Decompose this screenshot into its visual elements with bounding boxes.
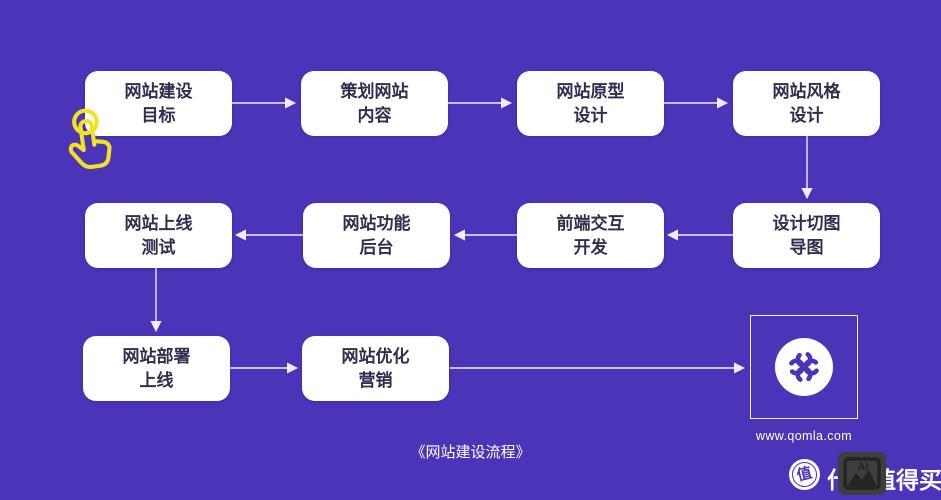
- smzdm-logo-char: 值: [795, 464, 814, 485]
- smzdm-logo-ring: 值: [789, 459, 820, 490]
- ai-image-badge: AI: [838, 452, 886, 495]
- qomla-knot-icon: [787, 350, 821, 384]
- tap-gesture-icon: [68, 108, 112, 170]
- logo-url: www.qomla.com: [755, 429, 853, 443]
- flow-step-launch-testing: 网站上线 测试: [85, 203, 232, 268]
- flow-step-prototype-design: 网站原型 设计: [517, 71, 664, 136]
- ai-badge-label: AI: [858, 461, 869, 473]
- flow-step-design-slicing: 设计切图 导图: [733, 203, 880, 268]
- smzdm-logo-circle: 值: [789, 459, 820, 490]
- flow-step-deploy-online: 网站部署 上线: [83, 336, 230, 401]
- flow-step-frontend-dev: 前端交互 开发: [517, 203, 664, 268]
- flow-step-function-backend: 网站功能 后台: [303, 203, 450, 268]
- ai-image-badge-icon: AI: [843, 457, 881, 490]
- flow-step-website-goal: 网站建设 目标: [85, 71, 232, 136]
- flow-step-plan-content: 策划网站 内容: [301, 71, 448, 136]
- qomla-logo-circle: [775, 338, 833, 396]
- flow-step-style-design: 网站风格 设计: [733, 71, 880, 136]
- flow-step-optimize-marketing: 网站优化 营销: [302, 336, 449, 401]
- diagram-caption: 《网站建设流程》: [410, 444, 531, 461]
- logo-frame: [750, 315, 858, 419]
